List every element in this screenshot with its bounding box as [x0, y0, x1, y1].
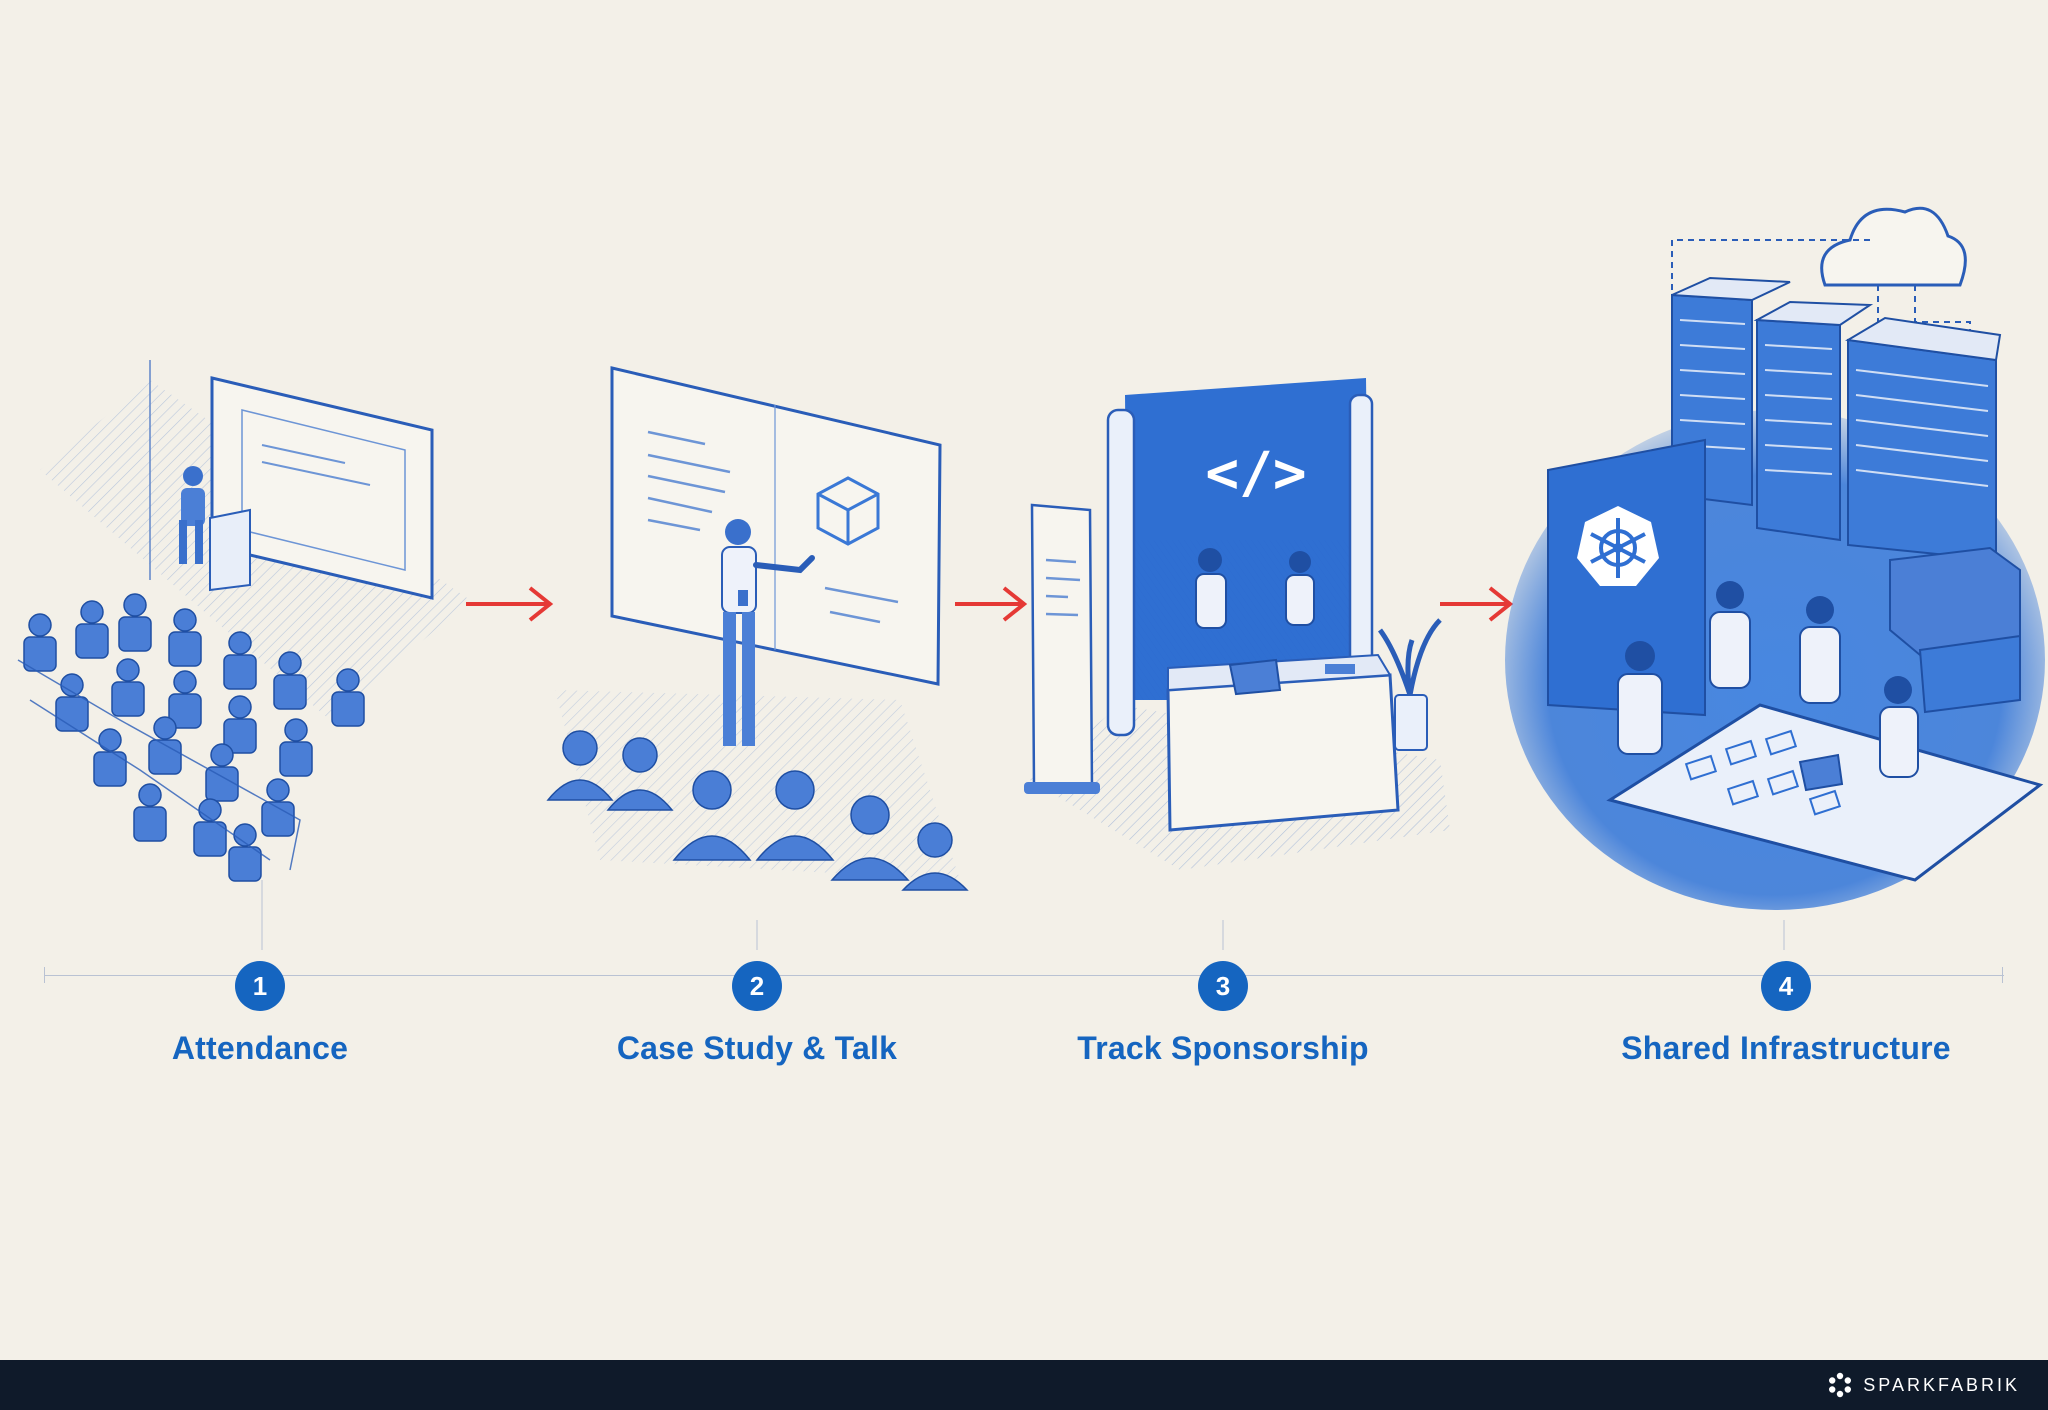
timeline-start — [44, 967, 45, 983]
booth-illustration — [1024, 378, 1450, 950]
step-1-label: Attendance — [171, 1030, 349, 1066]
illustrations: </> — [17, 206, 2045, 950]
arrow-3-to-4 — [1440, 586, 1514, 622]
brand-logo: SPARKFABRIK — [1827, 1372, 2020, 1398]
step-3-label: Track Sponsorship — [1077, 1030, 1369, 1066]
brand-name: SPARKFABRIK — [1863, 1374, 2020, 1395]
arrow-2-to-3 — [955, 586, 1028, 622]
timeline-end — [2002, 967, 2003, 983]
step-1-number: 1 — [235, 961, 285, 1011]
cloud-icon — [1820, 206, 1967, 287]
sparkfabrik-logo-icon — [1829, 1372, 1852, 1398]
infrastructure-illustration — [1505, 206, 2045, 950]
kubernetes-icon — [1577, 506, 1659, 586]
step-4-label: Shared Infrastructure — [1621, 1030, 1951, 1066]
step-2-label: Case Study & Talk — [616, 1030, 898, 1066]
step-4-number: 4 — [1761, 961, 1811, 1011]
booth-code-glyph: </> — [1205, 441, 1306, 506]
step-3-number: 3 — [1198, 961, 1248, 1011]
step-2-number: 2 — [732, 961, 782, 1011]
timeline — [44, 975, 2004, 976]
footer-bar: SPARKFABRIK — [0, 1360, 2048, 1410]
arrow-1-to-2 — [466, 586, 554, 622]
process-diagram: </> — [17, 206, 2045, 1066]
talk-illustration — [546, 366, 969, 950]
attendance-illustration — [17, 360, 470, 950]
